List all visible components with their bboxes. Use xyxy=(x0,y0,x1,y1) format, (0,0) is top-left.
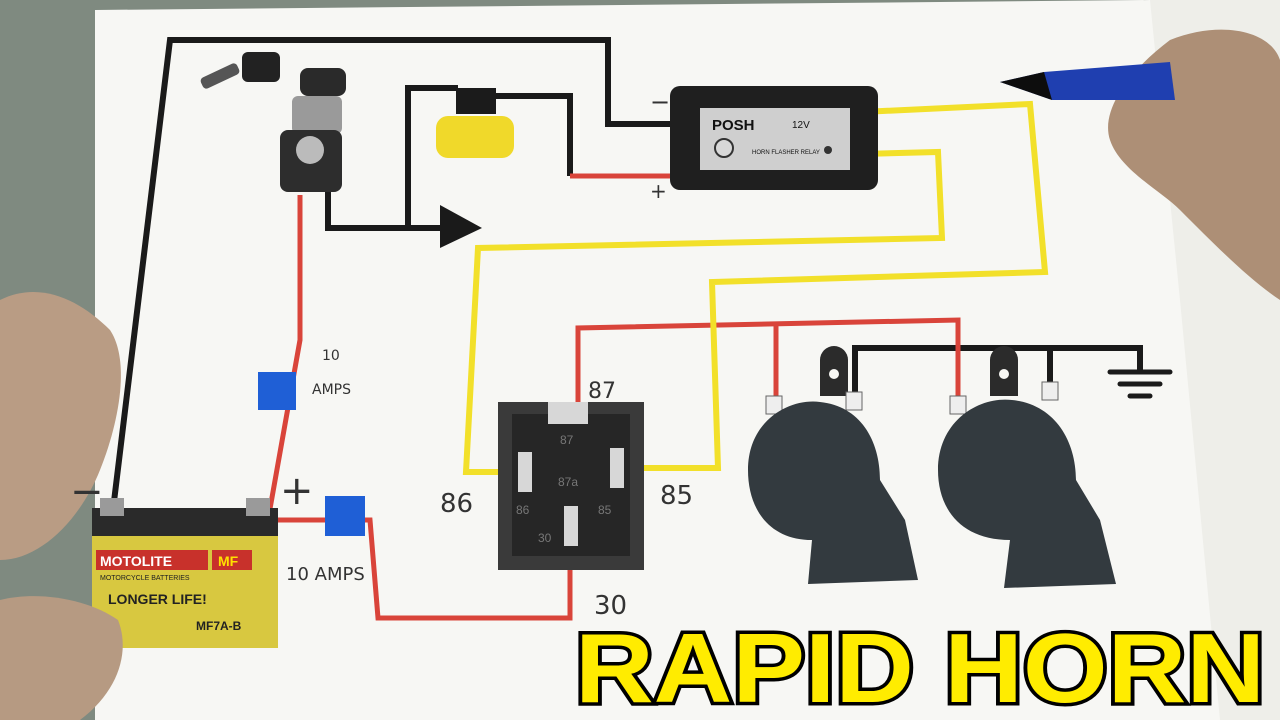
fuse-top-label-unit: AMPS xyxy=(312,382,351,398)
relay-print-87: 87 xyxy=(560,433,574,447)
switch-feed-wire xyxy=(405,85,458,228)
video-title: RAPID HORN xyxy=(575,613,1265,720)
relay-print-87a: 87a xyxy=(558,475,578,489)
flasher-relay: POSH 12V HORN FLASHER RELAY xyxy=(670,86,878,190)
horn-left-bracket-hole xyxy=(829,369,839,379)
horn-left-terminal-1 xyxy=(765,395,783,415)
flasher-voltage: 12V xyxy=(792,120,810,131)
relay-print-86: 86 xyxy=(516,503,530,517)
battery-negative-terminal xyxy=(100,498,124,516)
switch-terminal xyxy=(296,136,324,164)
flasher-small-text: HORN FLASHER RELAY xyxy=(752,150,820,156)
fuse-bottom xyxy=(325,496,365,536)
relay-pin-85-blade xyxy=(610,448,624,488)
horn-right-terminal-2 xyxy=(1041,381,1059,401)
relay-pin-30-blade xyxy=(564,506,578,546)
fuse-top-label-number: 10 xyxy=(322,348,340,364)
left-hand xyxy=(0,291,121,560)
flasher-terminal-left xyxy=(714,138,734,158)
paper-sheet xyxy=(95,0,1280,720)
battery: MOTOLITE MF MOTORCYCLE BATTERIES LONGER … xyxy=(92,498,278,648)
battery-slogan: LONGER LIFE! xyxy=(108,591,207,607)
flasher-minus-label: − xyxy=(650,88,670,116)
battery-negative-wire xyxy=(109,37,690,519)
horn-right-bracket-hole xyxy=(999,369,1009,379)
battery-model: MF7A-B xyxy=(196,619,242,633)
horn-left xyxy=(748,346,918,584)
horn-button-cap xyxy=(436,116,514,158)
battery-badge-box xyxy=(212,550,252,570)
battery-brand: MOTOLITE xyxy=(100,553,172,569)
flasher-plus-label: + xyxy=(650,179,667,203)
battery-subtitle: MOTORCYCLE BATTERIES xyxy=(100,575,190,582)
ignition-switch xyxy=(200,52,346,192)
horn-right-body xyxy=(938,399,1116,588)
photo-foreground xyxy=(0,29,1280,720)
left-thumb xyxy=(0,596,123,720)
relay-pin-87-blade xyxy=(548,402,588,424)
battery-badge: MF xyxy=(218,553,239,569)
horn-left-body xyxy=(748,401,918,584)
switch-body-metal xyxy=(292,96,342,134)
pen-tip xyxy=(1000,72,1052,100)
horn-left-terminal-2 xyxy=(845,391,863,411)
pin-30-label: 30 xyxy=(594,591,627,621)
flasher-to-86-wire xyxy=(462,148,946,475)
fuse-top xyxy=(258,372,296,410)
flasher-terminal-right xyxy=(824,146,832,154)
horn-right xyxy=(938,346,1116,588)
horn-button xyxy=(436,88,514,158)
key-cylinder xyxy=(300,68,346,96)
pin-87-label: 87 xyxy=(588,379,616,404)
relay-87-horn-wire xyxy=(575,317,961,410)
flasher-brand: POSH xyxy=(712,117,755,134)
battery-positive-terminal xyxy=(246,498,270,516)
relay-print-85: 85 xyxy=(598,503,612,517)
black-wires xyxy=(109,37,1143,519)
key-blade xyxy=(200,63,240,89)
pin-86-label: 86 xyxy=(440,489,473,519)
battery-plus-label: + xyxy=(280,468,314,514)
relay-print-30: 30 xyxy=(538,531,552,545)
horn-button-housing xyxy=(456,88,496,114)
horn-right-terminal-1 xyxy=(949,395,967,415)
battery-minus-label: − xyxy=(70,469,104,515)
switch-arrow-head xyxy=(440,205,482,248)
relay-pin-86-blade xyxy=(518,452,532,492)
yellow-wires xyxy=(462,100,1049,475)
pin-85-label: 85 xyxy=(660,481,693,511)
switch-output-wire xyxy=(490,93,573,176)
fuse-bottom-label: 10 AMPS xyxy=(286,564,365,585)
ground-symbol xyxy=(1107,369,1173,399)
relay: 87 87a 86 85 30 xyxy=(498,402,644,570)
battery-brand-strip xyxy=(96,550,208,570)
key-head xyxy=(242,52,280,82)
flasher-to-85-wire xyxy=(625,100,1049,471)
